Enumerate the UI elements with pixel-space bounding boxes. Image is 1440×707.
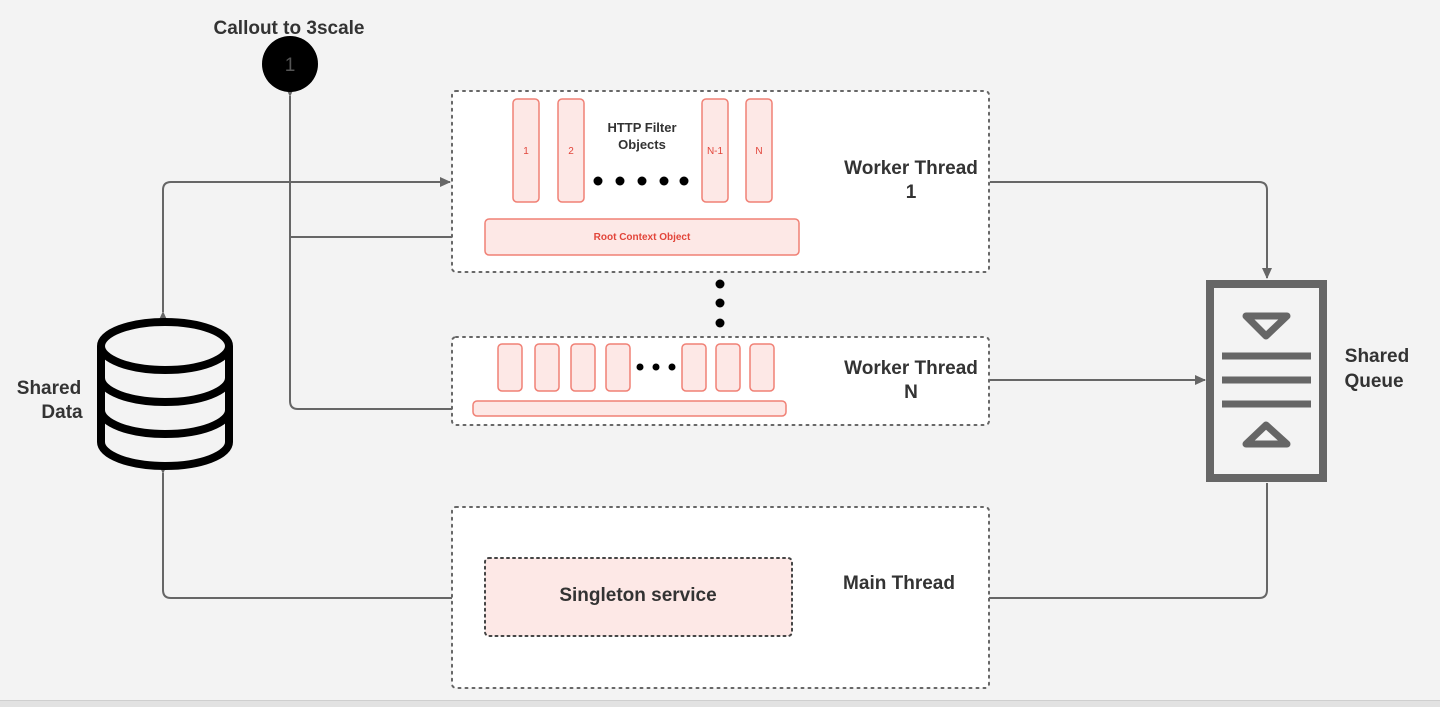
callout-line <box>285 86 471 414</box>
shared-data-label-line1: Shared <box>17 378 81 399</box>
worker-thread-n-label-line1: Worker Thread <box>844 358 978 379</box>
filter-ellipsis <box>593 176 689 186</box>
root-context-object-label: Root Context Object <box>594 232 691 243</box>
http-filter-objects-label-line1: HTTP Filter <box>607 120 676 135</box>
worker-ellipsis <box>715 279 725 328</box>
filter-object-mini <box>570 343 596 392</box>
worker-thread-n: Worker Thread N <box>451 336 990 426</box>
worker-thread-n-label-line2: N <box>904 382 918 403</box>
filter-object-n <box>745 98 773 203</box>
singleton-service-box <box>484 557 793 637</box>
root-context-object <box>484 218 800 256</box>
filter-object-2 <box>557 98 585 203</box>
worker-thread-1-label-line2: 1 <box>906 182 917 203</box>
worker-thread-1: 1 2 N-1 N HTTP Filter Objects Root Conte… <box>451 90 990 273</box>
queue-to-main-thread-arrow <box>792 483 1268 603</box>
filter-object-mini <box>749 343 775 392</box>
mini-filter-ellipsis <box>636 363 676 371</box>
filter-object-1 <box>512 98 540 203</box>
worker-thread-1-label-line1: Worker Thread <box>844 158 978 179</box>
filter-object-mini <box>605 343 631 392</box>
filter-label-2: 2 <box>568 146 574 157</box>
shared-data-to-singleton-arrow <box>158 463 484 603</box>
connectors <box>158 86 1272 603</box>
shared-queue-label-line1: Shared <box>1345 346 1409 367</box>
shared-data-label-line2: Data <box>41 402 83 423</box>
callout-circle <box>262 36 318 92</box>
shared-queue-label-line2: Queue <box>1344 371 1403 392</box>
callout-title: Callout to 3scale <box>214 18 365 39</box>
shared-data-to-worker1-arrow <box>158 177 451 322</box>
database-icon <box>97 318 233 470</box>
singleton-service-label: Singleton service <box>559 585 716 606</box>
filter-object-mini <box>681 343 707 392</box>
filter-object-mini <box>497 343 523 392</box>
main-thread-label: Main Thread <box>843 573 955 594</box>
bottom-edge <box>0 700 1440 707</box>
filter-label-n: N <box>755 146 762 157</box>
callout-number: 1 <box>285 55 296 76</box>
filter-label-n-1: N-1 <box>707 146 724 157</box>
filter-object-n-1 <box>701 98 729 203</box>
root-context-object-mini <box>472 400 787 417</box>
filter-object-mini <box>715 343 741 392</box>
filter-object-mini <box>534 343 560 392</box>
main-thread: Singleton service Main Thread <box>451 506 990 689</box>
http-filter-objects-label-line2: Objects <box>618 137 666 152</box>
queue-icon <box>1206 280 1327 482</box>
filter-label-1: 1 <box>523 146 529 157</box>
worker1-to-queue-arrow <box>990 181 1272 279</box>
